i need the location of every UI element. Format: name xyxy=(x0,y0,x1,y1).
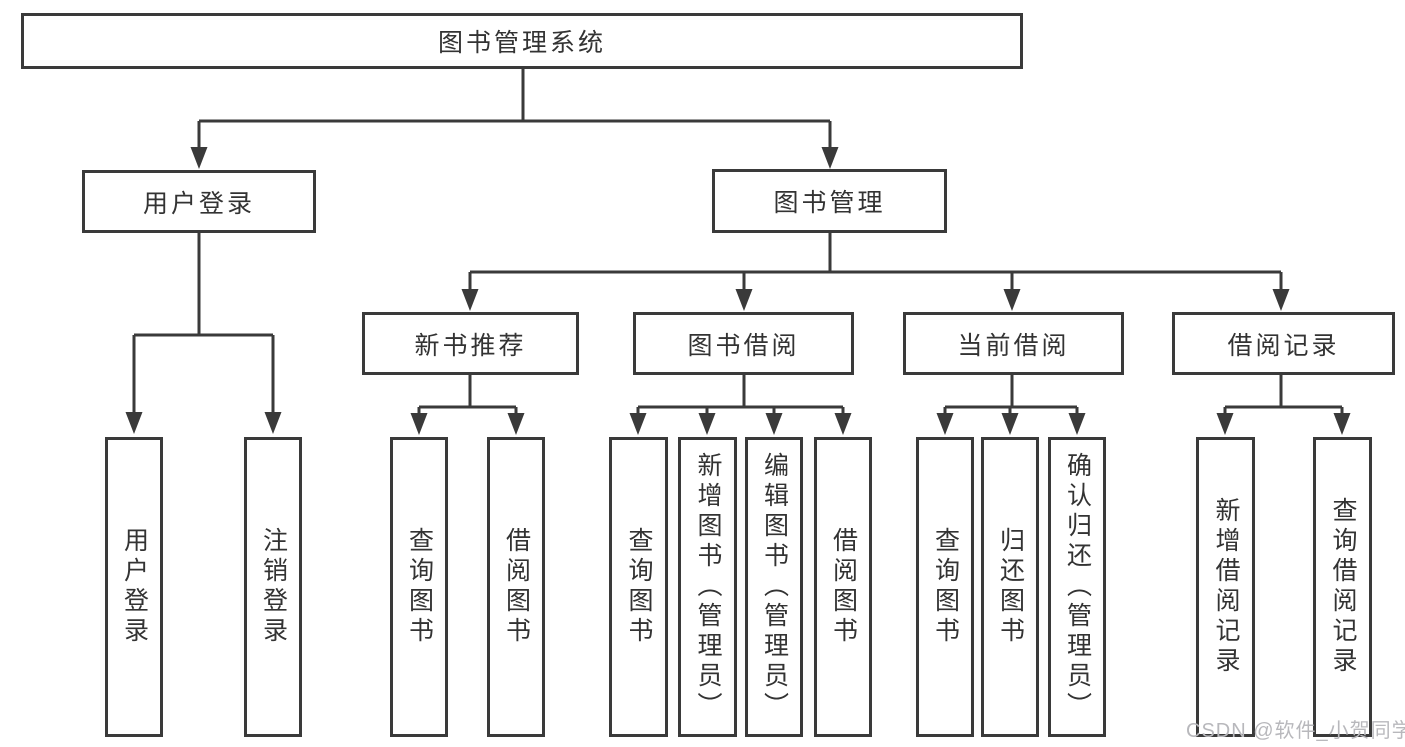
node-library-management-system: 图书管理系统 xyxy=(21,13,1023,69)
leaf-borrow-books-borrowing: 借阅图书 xyxy=(814,437,872,737)
leaf-query-books-recommend: 查询图书 xyxy=(390,437,448,737)
leaf-confirm-return-admin: 确认归还（管理员） xyxy=(1048,437,1106,737)
node-label: 查询图书 xyxy=(931,527,960,647)
connector-current-borrow-to-leaves xyxy=(943,375,1079,413)
node-label: 用户登录 xyxy=(142,189,255,218)
node-label: 用户登录 xyxy=(120,527,149,647)
node-book-management: 图书管理 xyxy=(712,169,947,233)
node-label: 编辑图书（管理员） xyxy=(760,452,789,722)
leaf-add-borrow-record: 新增借阅记录 xyxy=(1196,437,1255,737)
node-label: 查询图书 xyxy=(405,527,434,647)
connector-book-borrow-to-leaves xyxy=(636,375,845,413)
leaf-add-book-admin: 新增图书（管理员） xyxy=(678,437,737,737)
node-label: 借阅图书 xyxy=(502,527,531,647)
leaf-logout: 注销登录 xyxy=(244,437,302,737)
node-label: 图书管理系统 xyxy=(437,29,606,57)
node-new-book-recommend: 新书推荐 xyxy=(362,312,579,375)
leaf-return-books: 归还图书 xyxy=(981,437,1039,737)
node-label: 查询图书 xyxy=(625,527,653,647)
leaf-user-login: 用户登录 xyxy=(105,437,163,737)
node-label: 借阅记录 xyxy=(1227,331,1340,360)
node-label: 借阅图书 xyxy=(829,527,858,647)
node-label: 新增图书（管理员） xyxy=(694,452,722,722)
leaf-query-borrow-record: 查询借阅记录 xyxy=(1313,437,1372,737)
node-label: 确认归还（管理员） xyxy=(1063,452,1092,722)
node-borrowing-records: 借阅记录 xyxy=(1172,312,1395,375)
connector-book-mgmt-to-level3 xyxy=(468,233,1283,291)
node-label: 查询借阅记录 xyxy=(1329,497,1357,677)
node-user-login: 用户登录 xyxy=(82,170,316,233)
connector-borrow-record-to-leaves xyxy=(1223,375,1344,413)
leaf-query-books-current: 查询图书 xyxy=(916,437,974,737)
node-label: 注销登录 xyxy=(259,527,288,647)
connector-root-to-level2 xyxy=(197,69,832,147)
node-label: 归还图书 xyxy=(996,527,1025,647)
node-label: 新书推荐 xyxy=(414,331,527,360)
arrowheads-level3 xyxy=(461,289,1290,311)
leaf-query-books-borrowing: 查询图书 xyxy=(609,437,668,737)
arrowheads-level2 xyxy=(190,147,839,169)
node-label: 图书借阅 xyxy=(687,331,800,360)
leaf-edit-book-admin: 编辑图书（管理员） xyxy=(745,437,803,737)
node-label: 新增借阅记录 xyxy=(1212,497,1240,677)
leaf-borrow-books-recommend: 借阅图书 xyxy=(487,437,545,737)
node-book-borrowing: 图书借阅 xyxy=(633,312,854,375)
node-current-borrowing: 当前借阅 xyxy=(903,312,1124,375)
connector-user-login-to-leaves xyxy=(132,233,275,412)
arrowheads-leaves xyxy=(125,412,1351,435)
connector-new-book-to-leaves xyxy=(417,375,518,413)
node-label: 图书管理 xyxy=(773,189,886,217)
watermark-text: CSDN @软件_小贺同学 xyxy=(1186,720,1405,742)
node-label: 当前借阅 xyxy=(957,331,1070,360)
